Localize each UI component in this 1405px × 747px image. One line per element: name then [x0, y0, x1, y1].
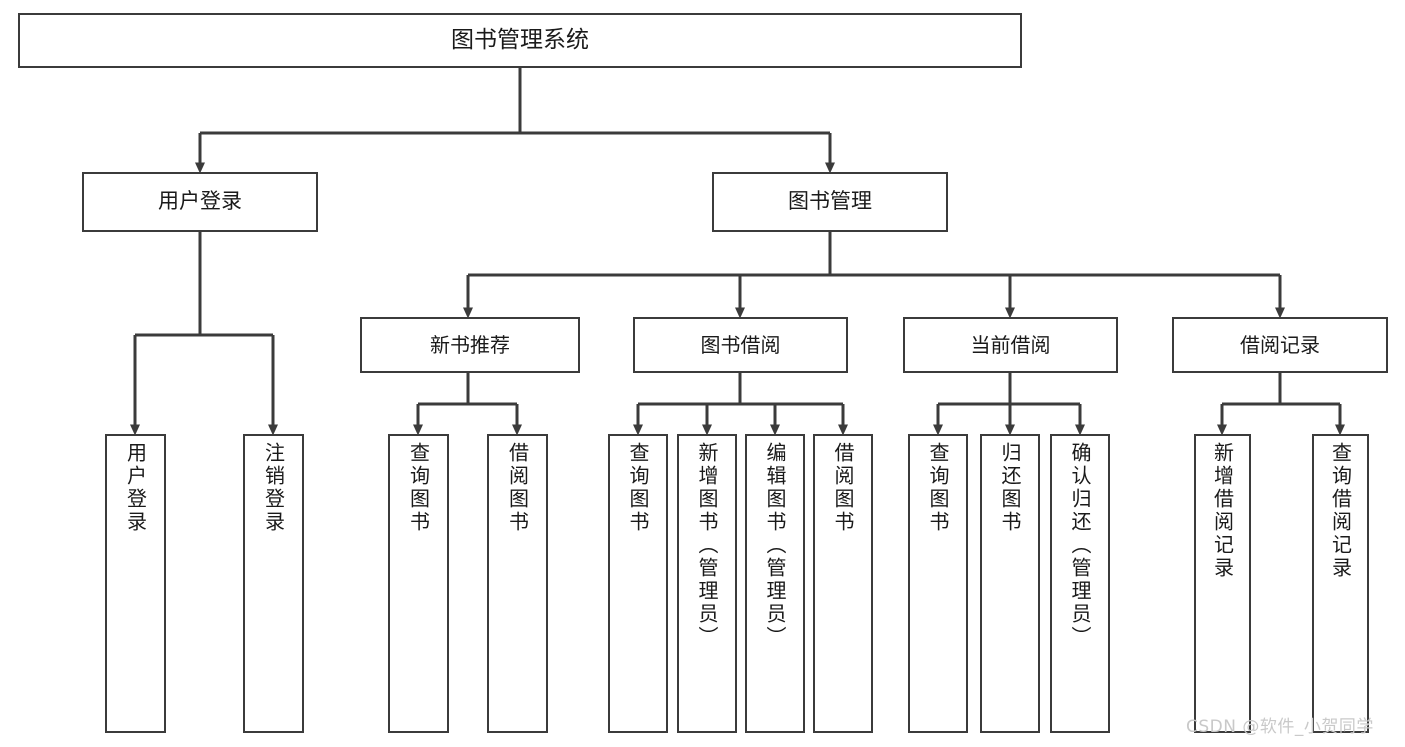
watermark: CSDN @软件_小贺同学 — [1186, 717, 1374, 737]
node-leaf-edit-book-admin[interactable]: 编辑图书（管理员） — [745, 434, 805, 733]
node-leaf-add-book-admin[interactable]: 新增图书（管理员） — [677, 434, 737, 733]
node-user-login[interactable]: 用户登录 — [82, 172, 318, 232]
node-leaf-logout[interactable]: 注销登录 — [243, 434, 304, 733]
node-borrow-record-label: 借阅记录 — [1240, 332, 1320, 357]
node-borrow-record[interactable]: 借阅记录 — [1172, 317, 1388, 373]
node-leaf-query-book-borrow-label: 查询图书 — [626, 442, 650, 534]
node-leaf-edit-book-admin-label: 编辑图书（管理员） — [763, 442, 787, 649]
node-leaf-query-borrow-record[interactable]: 查询借阅记录 — [1312, 434, 1369, 733]
node-book-borrow-label: 图书借阅 — [700, 332, 781, 357]
node-leaf-add-borrow-record[interactable]: 新增借阅记录 — [1194, 434, 1251, 733]
node-leaf-add-borrow-record-label: 新增借阅记录 — [1210, 442, 1235, 580]
node-current-borrow[interactable]: 当前借阅 — [903, 317, 1118, 373]
node-book-borrow[interactable]: 图书借阅 — [633, 317, 848, 373]
node-leaf-query-book-recommend[interactable]: 查询图书 — [388, 434, 449, 733]
node-leaf-query-borrow-record-label: 查询借阅记录 — [1328, 442, 1353, 580]
node-leaf-return-book[interactable]: 归还图书 — [980, 434, 1040, 733]
node-current-borrow-label: 当前借阅 — [970, 332, 1051, 357]
node-user-login-label: 用户登录 — [158, 189, 242, 214]
node-book-manage-label: 图书管理 — [788, 189, 872, 214]
node-leaf-user-login-label: 用户登录 — [123, 442, 148, 534]
node-new-book-recommend[interactable]: 新书推荐 — [360, 317, 580, 373]
node-root-label: 图书管理系统 — [451, 26, 589, 53]
node-leaf-user-login[interactable]: 用户登录 — [105, 434, 166, 733]
node-leaf-borrow-book-label: 借阅图书 — [831, 442, 855, 534]
node-leaf-query-book-current[interactable]: 查询图书 — [908, 434, 968, 733]
node-leaf-borrow-book-recommend-label: 借阅图书 — [505, 442, 530, 534]
node-leaf-logout-label: 注销登录 — [261, 442, 286, 534]
node-leaf-confirm-return-admin-label: 确认归还（管理员） — [1068, 442, 1092, 649]
node-book-manage[interactable]: 图书管理 — [712, 172, 948, 232]
node-leaf-confirm-return-admin[interactable]: 确认归还（管理员） — [1050, 434, 1110, 733]
node-leaf-query-book-current-label: 查询图书 — [926, 442, 950, 534]
node-leaf-return-book-label: 归还图书 — [998, 442, 1022, 534]
node-new-book-recommend-label: 新书推荐 — [430, 332, 510, 357]
node-leaf-borrow-book-recommend[interactable]: 借阅图书 — [487, 434, 548, 733]
node-leaf-query-book-borrow[interactable]: 查询图书 — [608, 434, 668, 733]
node-root[interactable]: 图书管理系统 — [18, 13, 1022, 68]
node-leaf-borrow-book[interactable]: 借阅图书 — [813, 434, 873, 733]
node-leaf-query-book-recommend-label: 查询图书 — [406, 442, 431, 534]
node-leaf-add-book-admin-label: 新增图书（管理员） — [695, 442, 719, 649]
